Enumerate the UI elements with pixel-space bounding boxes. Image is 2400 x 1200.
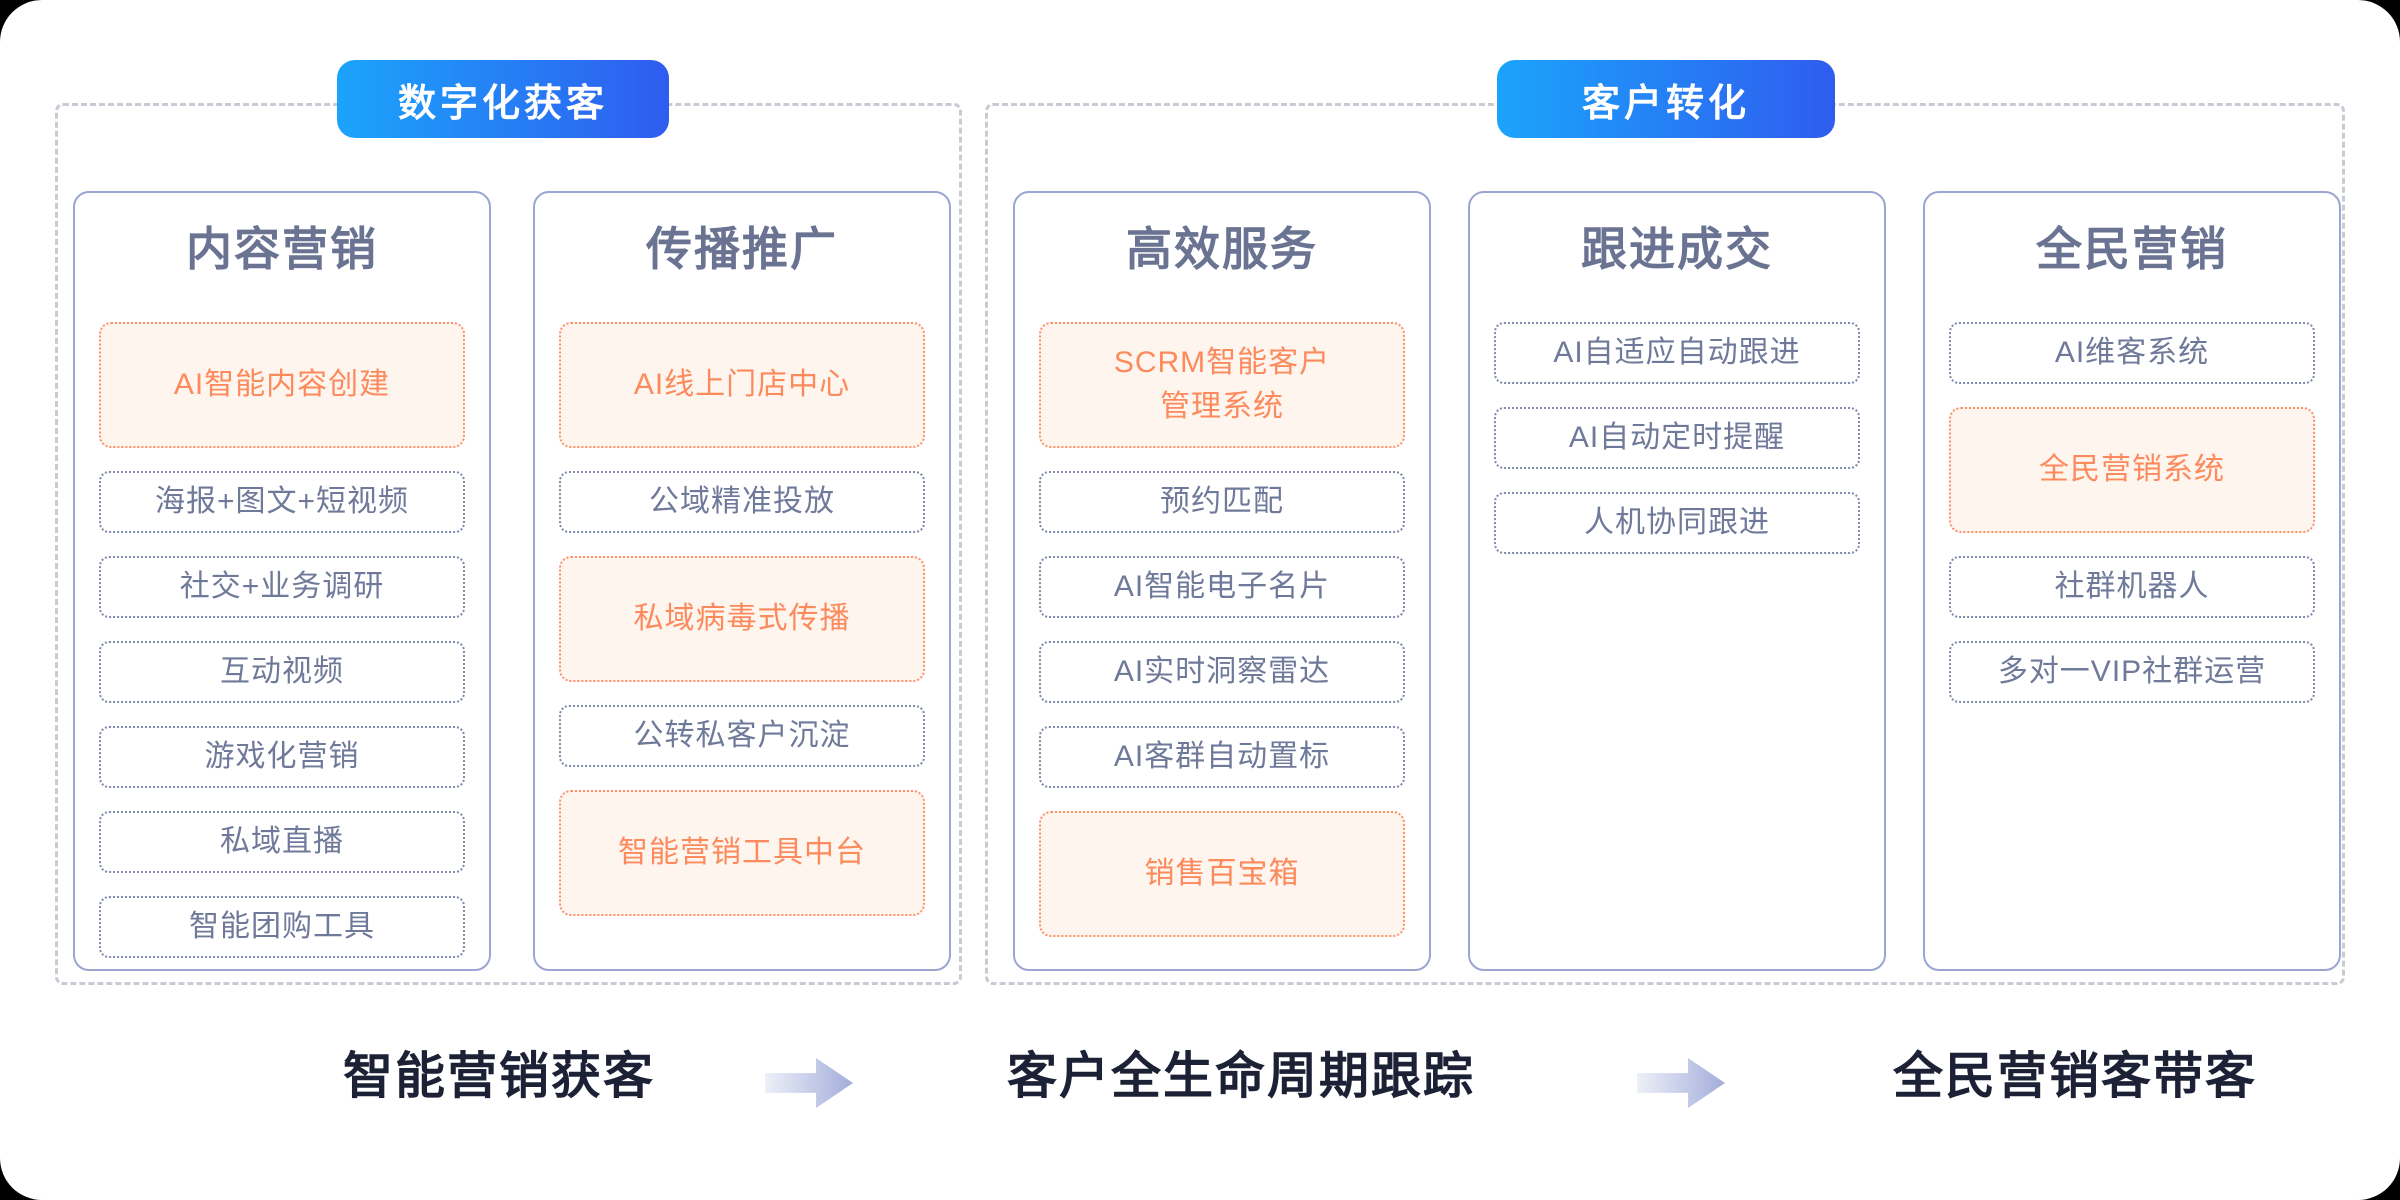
flow-step-label: 全民营销客带客 [1893, 1048, 2257, 1104]
feature-item: 公转私客户沉淀 [559, 705, 925, 767]
feature-item-highlight: 私域病毒式传播 [559, 556, 925, 682]
item-list: AI智能内容创建海报+图文+短视频社交+业务调研互动视频游戏化营销私域直播智能团… [99, 322, 465, 958]
feature-item: AI自适应自动跟进 [1494, 322, 1860, 384]
feature-item: AI客群自动置标 [1039, 726, 1405, 788]
column-title: 传播推广 [646, 223, 838, 275]
feature-item: 私域直播 [99, 811, 465, 873]
column-title: 跟进成交 [1581, 223, 1773, 275]
stage-pill-digital-acquisition: 数字化获客 [337, 60, 669, 138]
feature-item: AI实时洞察雷达 [1039, 641, 1405, 703]
item-list: AI线上门店中心公域精准投放私域病毒式传播公转私客户沉淀智能营销工具中台 [559, 322, 925, 916]
feature-item: 社群机器人 [1949, 556, 2315, 618]
feature-item-highlight: 销售百宝箱 [1039, 811, 1405, 937]
feature-item-highlight: AI线上门店中心 [559, 322, 925, 448]
flow-arrow-icon [765, 1058, 853, 1108]
column-title: 高效服务 [1126, 223, 1318, 275]
feature-item-highlight: SCRM智能客户 管理系统 [1039, 322, 1405, 448]
flow-step-label: 智能营销获客 [343, 1048, 655, 1104]
stage-pill-customer-conversion: 客户转化 [1497, 60, 1835, 138]
feature-item: AI智能电子名片 [1039, 556, 1405, 618]
column-card: 跟进成交 AI自适应自动跟进 AI自动定时提醒人机协同跟进 [1468, 191, 1886, 971]
column-card: 内容营销 AI智能内容创建海报+图文+短视频社交+业务调研互动视频游戏化营销私域直… [73, 191, 491, 971]
column-card: 传播推广 AI线上门店中心公域精准投放私域病毒式传播公转私客户沉淀智能营销工具中台 [533, 191, 951, 971]
column-card: 高效服务 SCRM智能客户 管理系统预约匹配 AI智能电子名片 AI实时洞察雷达 AI客… [1013, 191, 1431, 971]
feature-item: 游戏化营销 [99, 726, 465, 788]
item-list: AI自适应自动跟进 AI自动定时提醒人机协同跟进 [1494, 322, 1860, 554]
item-list: AI维客系统全民营销系统社群机器人多对一VIP社群运营 [1949, 322, 2315, 703]
feature-item: AI自动定时提醒 [1494, 407, 1860, 469]
feature-item-highlight: 全民营销系统 [1949, 407, 2315, 533]
column-title: 全民营销 [2036, 223, 2228, 275]
column-card: 全民营销 AI维客系统全民营销系统社群机器人多对一VIP社群运营 [1923, 191, 2341, 971]
feature-item: 社交+业务调研 [99, 556, 465, 618]
column-title: 内容营销 [186, 223, 378, 275]
feature-item: 多对一VIP社群运营 [1949, 641, 2315, 703]
feature-item-highlight: 智能营销工具中台 [559, 790, 925, 916]
feature-item-highlight: AI智能内容创建 [99, 322, 465, 448]
feature-item: 公域精准投放 [559, 471, 925, 533]
group-digital-acquisition: 内容营销 AI智能内容创建海报+图文+短视频社交+业务调研互动视频游戏化营销私域直… [55, 103, 962, 985]
feature-item: 海报+图文+短视频 [99, 471, 465, 533]
feature-item: 智能团购工具 [99, 896, 465, 958]
group-customer-conversion: 高效服务 SCRM智能客户 管理系统预约匹配 AI智能电子名片 AI实时洞察雷达 AI客… [985, 103, 2345, 985]
feature-item: 人机协同跟进 [1494, 492, 1860, 554]
feature-item: 互动视频 [99, 641, 465, 703]
flow-step-label: 客户全生命周期跟踪 [1007, 1048, 1475, 1104]
item-list: SCRM智能客户 管理系统预约匹配 AI智能电子名片 AI实时洞察雷达 AI客群自动置… [1039, 322, 1405, 937]
feature-item: 预约匹配 [1039, 471, 1405, 533]
feature-item: AI维客系统 [1949, 322, 2315, 384]
flow-arrow-icon [1637, 1058, 1725, 1108]
